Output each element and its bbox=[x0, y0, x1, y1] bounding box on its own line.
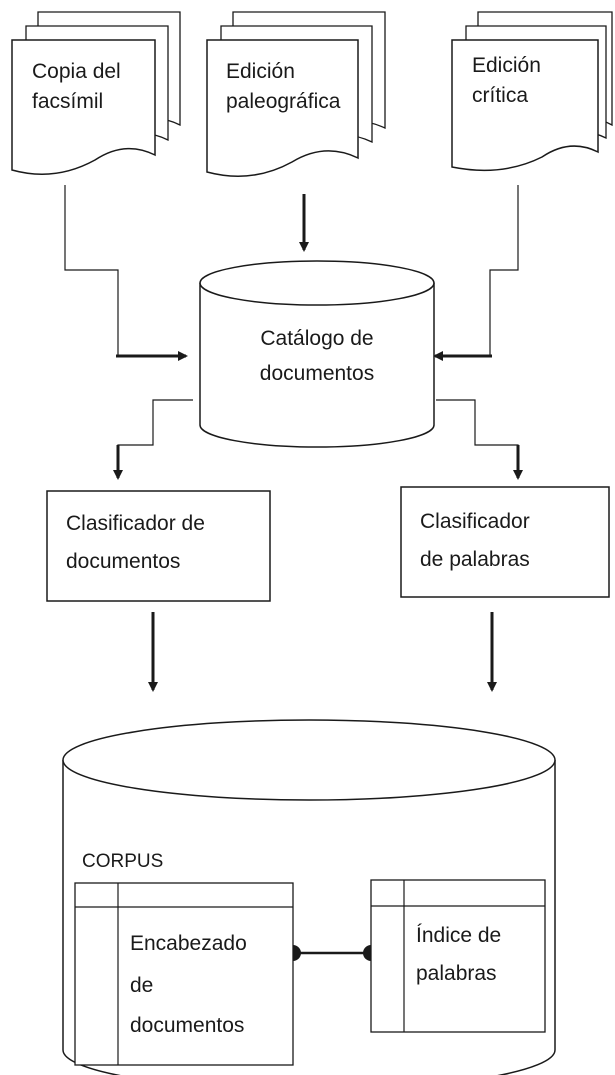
connector-facsimile-to-catalog bbox=[64, 185, 119, 356]
connector-catalog-to-word-classifier bbox=[436, 399, 519, 460]
source-1-line1: Copia del bbox=[32, 60, 121, 83]
connector-catalog-to-doc-classifier bbox=[117, 399, 193, 460]
index-table-line1: Índice de bbox=[416, 924, 501, 947]
header-table-line3: documentos bbox=[130, 1014, 244, 1037]
header-table-line1: Encabezado bbox=[130, 932, 247, 955]
header-table-line2: de bbox=[130, 974, 153, 997]
catalog-line1: Catálogo de bbox=[260, 327, 373, 350]
source-3-line1: Edición bbox=[472, 54, 541, 77]
source-critical-edition: Edición crítica bbox=[451, 11, 613, 172]
index-table-line2: palabras bbox=[416, 962, 497, 985]
word-index-table: Índice de palabras bbox=[370, 879, 546, 1033]
word-classifier-line1: Clasificador bbox=[420, 510, 530, 533]
connector-critical-to-catalog bbox=[489, 185, 519, 356]
table-relationship-link bbox=[293, 945, 371, 961]
source-2-line1: Edición bbox=[226, 60, 295, 83]
doc-classifier-line2: documentos bbox=[66, 550, 180, 573]
catalog-line2: documentos bbox=[260, 362, 374, 385]
corpus-label: CORPUS bbox=[82, 851, 163, 872]
source-2-line2: paleográfica bbox=[226, 90, 341, 113]
document-classifier-box: Clasificador de documentos bbox=[46, 490, 271, 602]
source-1-line2: facsímil bbox=[32, 90, 103, 113]
source-3-line2: crítica bbox=[472, 84, 528, 107]
word-classifier-box: Clasificador de palabras bbox=[400, 486, 610, 598]
document-header-table: Encabezado de documentos bbox=[74, 882, 294, 1066]
source-paleographic-edition: Edición paleográfica bbox=[206, 11, 386, 177]
catalog-database-cylinder: Catálogo de documentos bbox=[199, 260, 435, 448]
word-classifier-line2: de palabras bbox=[420, 548, 530, 571]
source-facsimile-copy: Copia del facsímil bbox=[11, 11, 181, 175]
doc-classifier-line1: Clasificador de bbox=[66, 512, 205, 535]
